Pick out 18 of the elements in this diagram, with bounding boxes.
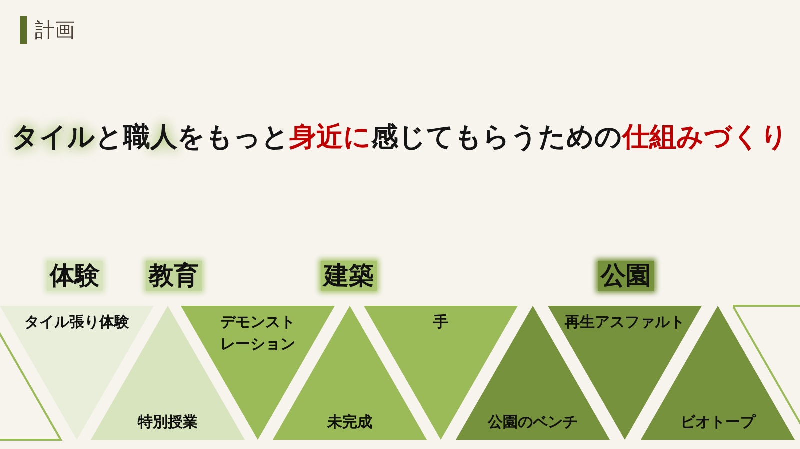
category-heading: 教育	[146, 261, 202, 291]
triangle-shape	[641, 305, 795, 441]
triangle-text: 公園のベンチ	[488, 412, 578, 433]
triangle-text: 特別授業	[138, 412, 198, 433]
category-heading: 公園	[598, 261, 654, 291]
triangle-text: 再生アスファルト	[565, 312, 685, 333]
triangle-shape	[0, 305, 154, 441]
headline-text: タイルと職人をもっと身近に感じてもらうための仕組みづくり	[12, 121, 788, 155]
category-heading: 建築	[321, 261, 377, 291]
category-heading: 体験	[47, 261, 103, 291]
triangle-text: ビオトープ	[680, 412, 756, 433]
triangle-text: デモンストレーション	[220, 312, 296, 355]
triangle-text: タイル張り体験	[24, 312, 130, 333]
triangle-outline	[0, 331, 63, 441]
triangle-text: 手	[434, 312, 448, 333]
triangle-shape	[456, 305, 610, 441]
page-title: 計画	[35, 17, 75, 43]
triangle-text: 未完成	[328, 412, 372, 433]
